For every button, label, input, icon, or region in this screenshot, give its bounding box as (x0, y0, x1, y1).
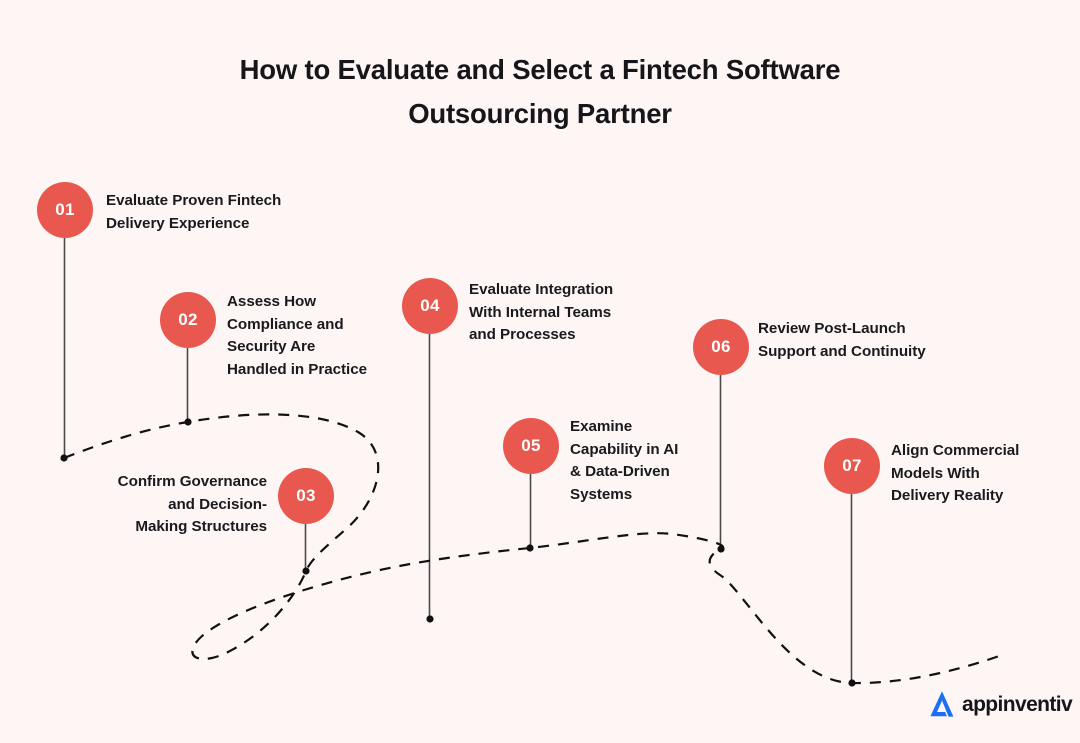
page-title-line-2: Outsourcing Partner (408, 98, 672, 129)
step-05-label: Examine Capability in AI & Data-Driven S… (570, 418, 679, 503)
step-02-label: Assess How Compliance and Security Are H… (227, 293, 368, 378)
appinventiv-logo-mark-icon (930, 691, 954, 717)
step-03-number-badge[interactable]: 03 (278, 468, 334, 524)
step-01-number-badge[interactable]: 01 (37, 182, 93, 238)
junction-dot-02 (184, 418, 192, 426)
brand-logo-text: appinventiv (962, 692, 1073, 716)
step-03-label: Confirm Governance and Decision- Making … (117, 473, 267, 535)
step-01-label: Evaluate Proven Fintech Delivery Experie… (106, 192, 282, 232)
step-05-number-badge[interactable]: 05 (503, 418, 559, 474)
junction-dot-07 (848, 679, 856, 687)
junction-dot-05 (526, 544, 534, 552)
junction-dot-04 (426, 615, 434, 623)
page-title: How to Evaluate and Select a Fintech Sof… (180, 48, 900, 136)
step-06-number-badge[interactable]: 06 (693, 319, 749, 375)
step-06-label: Review Post-Launch Support and Continuit… (758, 320, 926, 360)
step-07-label: Align Commercial Models With Delivery Re… (891, 442, 1020, 504)
junction-dot-03 (302, 567, 310, 575)
step-02-number-badge[interactable]: 02 (160, 292, 216, 348)
page-title-line-1: How to Evaluate and Select a Fintech Sof… (239, 54, 841, 85)
junction-dot-01 (60, 454, 68, 462)
brand-logo[interactable]: appinventiv (925, 687, 1073, 721)
step-04-label: Evaluate Integration With Internal Teams… (469, 281, 614, 343)
junction-dot-06 (717, 545, 725, 553)
step-04-number-badge[interactable]: 04 (402, 278, 458, 334)
step-07-number-badge[interactable]: 07 (824, 438, 880, 494)
